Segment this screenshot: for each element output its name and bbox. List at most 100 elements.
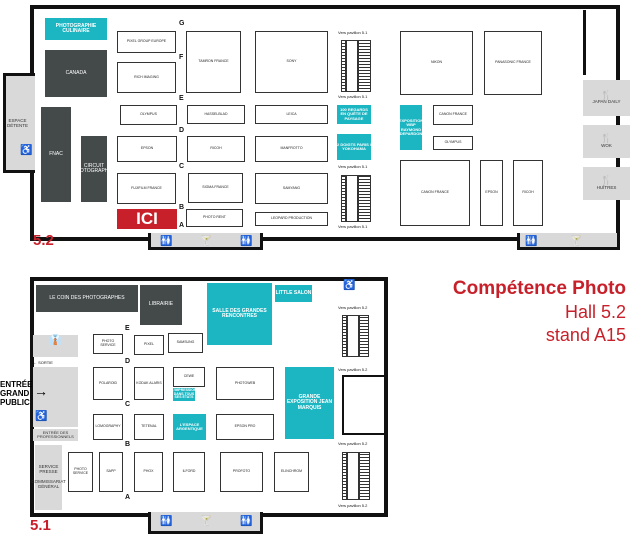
void: [342, 375, 388, 435]
stand[interactable]: Photo Service: [68, 452, 93, 492]
stand[interactable]: Samsung: [168, 333, 203, 353]
stand[interactable]: Sapp: [99, 452, 123, 492]
direction-label: Vers pavillon 5.1: [338, 30, 368, 35]
stand-doigts-yokohama[interactable]: 2 doigts Paris / Yokohama: [337, 134, 371, 160]
stand-expo-marquis[interactable]: Grande exposition Jean Marquis: [285, 367, 334, 439]
arrow-right-icon: →: [34, 383, 48, 399]
stand[interactable]: Pixel: [134, 335, 164, 355]
stand[interactable]: Elinchrom: [274, 452, 309, 492]
stand[interactable]: Tetenal: [134, 414, 164, 440]
promo-hall: Hall 5.2: [564, 302, 626, 322]
services-strip: [517, 233, 620, 250]
stand[interactable]: Phox: [134, 452, 163, 492]
stand[interactable]: Epson: [480, 160, 503, 226]
restroom-icon: 🚻: [160, 516, 173, 527]
stand[interactable]: Lomography: [93, 414, 123, 440]
stand-canada[interactable]: Canada: [45, 50, 107, 97]
stand[interactable]: Pixel Group Europe: [117, 31, 176, 53]
entrance-label: Entrée grand public: [0, 380, 33, 408]
promo-title: Compétence Photo: [452, 278, 626, 299]
entree-pros[interactable]: Entrée des professionnels: [33, 429, 78, 441]
stand[interactable]: Epson Pro: [216, 414, 274, 440]
restaurant-huitres[interactable]: 🍴Huîtres: [583, 167, 630, 200]
espace-detente: Espace détente: [3, 73, 35, 173]
stand[interactable]: Cewe: [173, 367, 205, 387]
restroom-icon: 🚻: [240, 516, 253, 527]
stand[interactable]: Hasselblad: [187, 105, 245, 124]
stand[interactable]: Tamron France: [186, 31, 241, 93]
stand-little-salon[interactable]: Little salon: [275, 285, 312, 302]
stand-fnac[interactable]: FNAC: [41, 107, 71, 202]
stand[interactable]: Leopard Production: [255, 212, 328, 226]
stand[interactable]: Olympus: [120, 105, 177, 125]
stand-expo-depardon[interactable]: Exposition WBP Raymond Depardon: [399, 105, 423, 150]
restaurant-japan-daily[interactable]: 🍴Japan Daily: [583, 80, 630, 116]
stand[interactable]: Profoto: [220, 452, 263, 492]
row-letter: E: [125, 325, 130, 332]
stand[interactable]: Canon France: [400, 160, 470, 226]
label: Huîtres: [596, 184, 617, 190]
stand[interactable]: Rich Imaging: [117, 62, 176, 93]
bar-icon: 🍸: [200, 516, 213, 527]
row-letter: A: [125, 494, 131, 501]
stand-impression[interactable]: L'impression dans tous ses états: [171, 387, 197, 401]
wall: [583, 10, 586, 75]
row-letter: E: [179, 95, 184, 102]
stand[interactable]: Ricoh: [187, 136, 245, 162]
stand[interactable]: Panasonic France: [484, 31, 542, 95]
escalator[interactable]: [341, 40, 371, 92]
stand[interactable]: Olympus: [433, 136, 473, 150]
stand[interactable]: Photo Rent: [186, 209, 243, 227]
exit-label[interactable]: ← Sortie: [33, 360, 53, 365]
stand[interactable]: Nikon: [400, 31, 473, 95]
entrance-area: [33, 367, 78, 427]
direction-label: Vers pavillon 5.2: [338, 367, 368, 372]
stand[interactable]: Photo Service: [93, 334, 123, 354]
bar-icon: 🍸: [570, 236, 583, 247]
cloakroom: 👔: [33, 335, 78, 357]
label: Service presse: [38, 464, 59, 475]
escalator[interactable]: [342, 315, 369, 357]
stand[interactable]: Kodak Alaris: [134, 367, 164, 400]
direction-label: Vers pavillon 5.1: [338, 94, 368, 99]
fork-knife-icon: 🍴: [600, 89, 613, 100]
stand[interactable]: Manfrotto: [255, 136, 328, 162]
wheelchair-icon: ♿: [343, 280, 356, 291]
stand-librairie[interactable]: Librairie: [140, 285, 182, 325]
row-letter: G: [179, 20, 185, 27]
stand[interactable]: Fujifilm France: [117, 173, 176, 204]
row-letter: D: [125, 358, 131, 365]
direction-label: Vers pavillon 5.1: [338, 164, 368, 169]
hall-number-5-2: 5.2: [33, 232, 54, 249]
stand-photographie-culinaire[interactable]: Photographie culinaire: [45, 18, 107, 40]
stand-coin-photographes[interactable]: Le coin des photographes: [36, 285, 138, 312]
service-presse: Service presseCommissariat général: [31, 445, 66, 510]
restroom-icon: 🚻: [240, 236, 253, 247]
restroom-icon: 🚻: [525, 236, 538, 247]
direction-label: Vers pavillon 5.1: [338, 224, 368, 229]
stand-circuit[interactable]: Circuit photographes: [73, 136, 115, 202]
restaurant-wok[interactable]: 🍴Wok: [583, 125, 630, 158]
stand-argentique[interactable]: L'espace argentique: [173, 414, 206, 440]
fork-knife-icon: 🍴: [600, 133, 613, 144]
escalator[interactable]: [341, 175, 371, 222]
stand[interactable]: Ilford: [173, 452, 205, 492]
stand-salle-rencontres[interactable]: Salle des grandes rencontres: [207, 283, 272, 345]
stand[interactable]: Photoweb: [216, 367, 274, 400]
hall-number-5-1: 5.1: [30, 517, 51, 534]
stand[interactable]: Leica: [255, 105, 328, 124]
stand[interactable]: Sigma France: [188, 173, 243, 203]
stand[interactable]: Polaroid: [93, 367, 123, 400]
row-letter: B: [179, 204, 185, 211]
stand[interactable]: Samyang: [255, 173, 328, 204]
fork-knife-icon: 🍴: [600, 175, 613, 186]
stand[interactable]: Epson: [117, 136, 177, 162]
stand-regards-paysage[interactable]: 100 regards en quête de paysage: [337, 105, 371, 124]
stand[interactable]: Canon France: [433, 105, 473, 125]
row-letter: F: [179, 54, 184, 61]
stand[interactable]: Sony: [255, 31, 328, 93]
services-strip: [148, 512, 263, 534]
label: Japan Daily: [592, 99, 621, 105]
stand[interactable]: Ricoh: [513, 160, 543, 226]
escalator[interactable]: [342, 452, 370, 500]
